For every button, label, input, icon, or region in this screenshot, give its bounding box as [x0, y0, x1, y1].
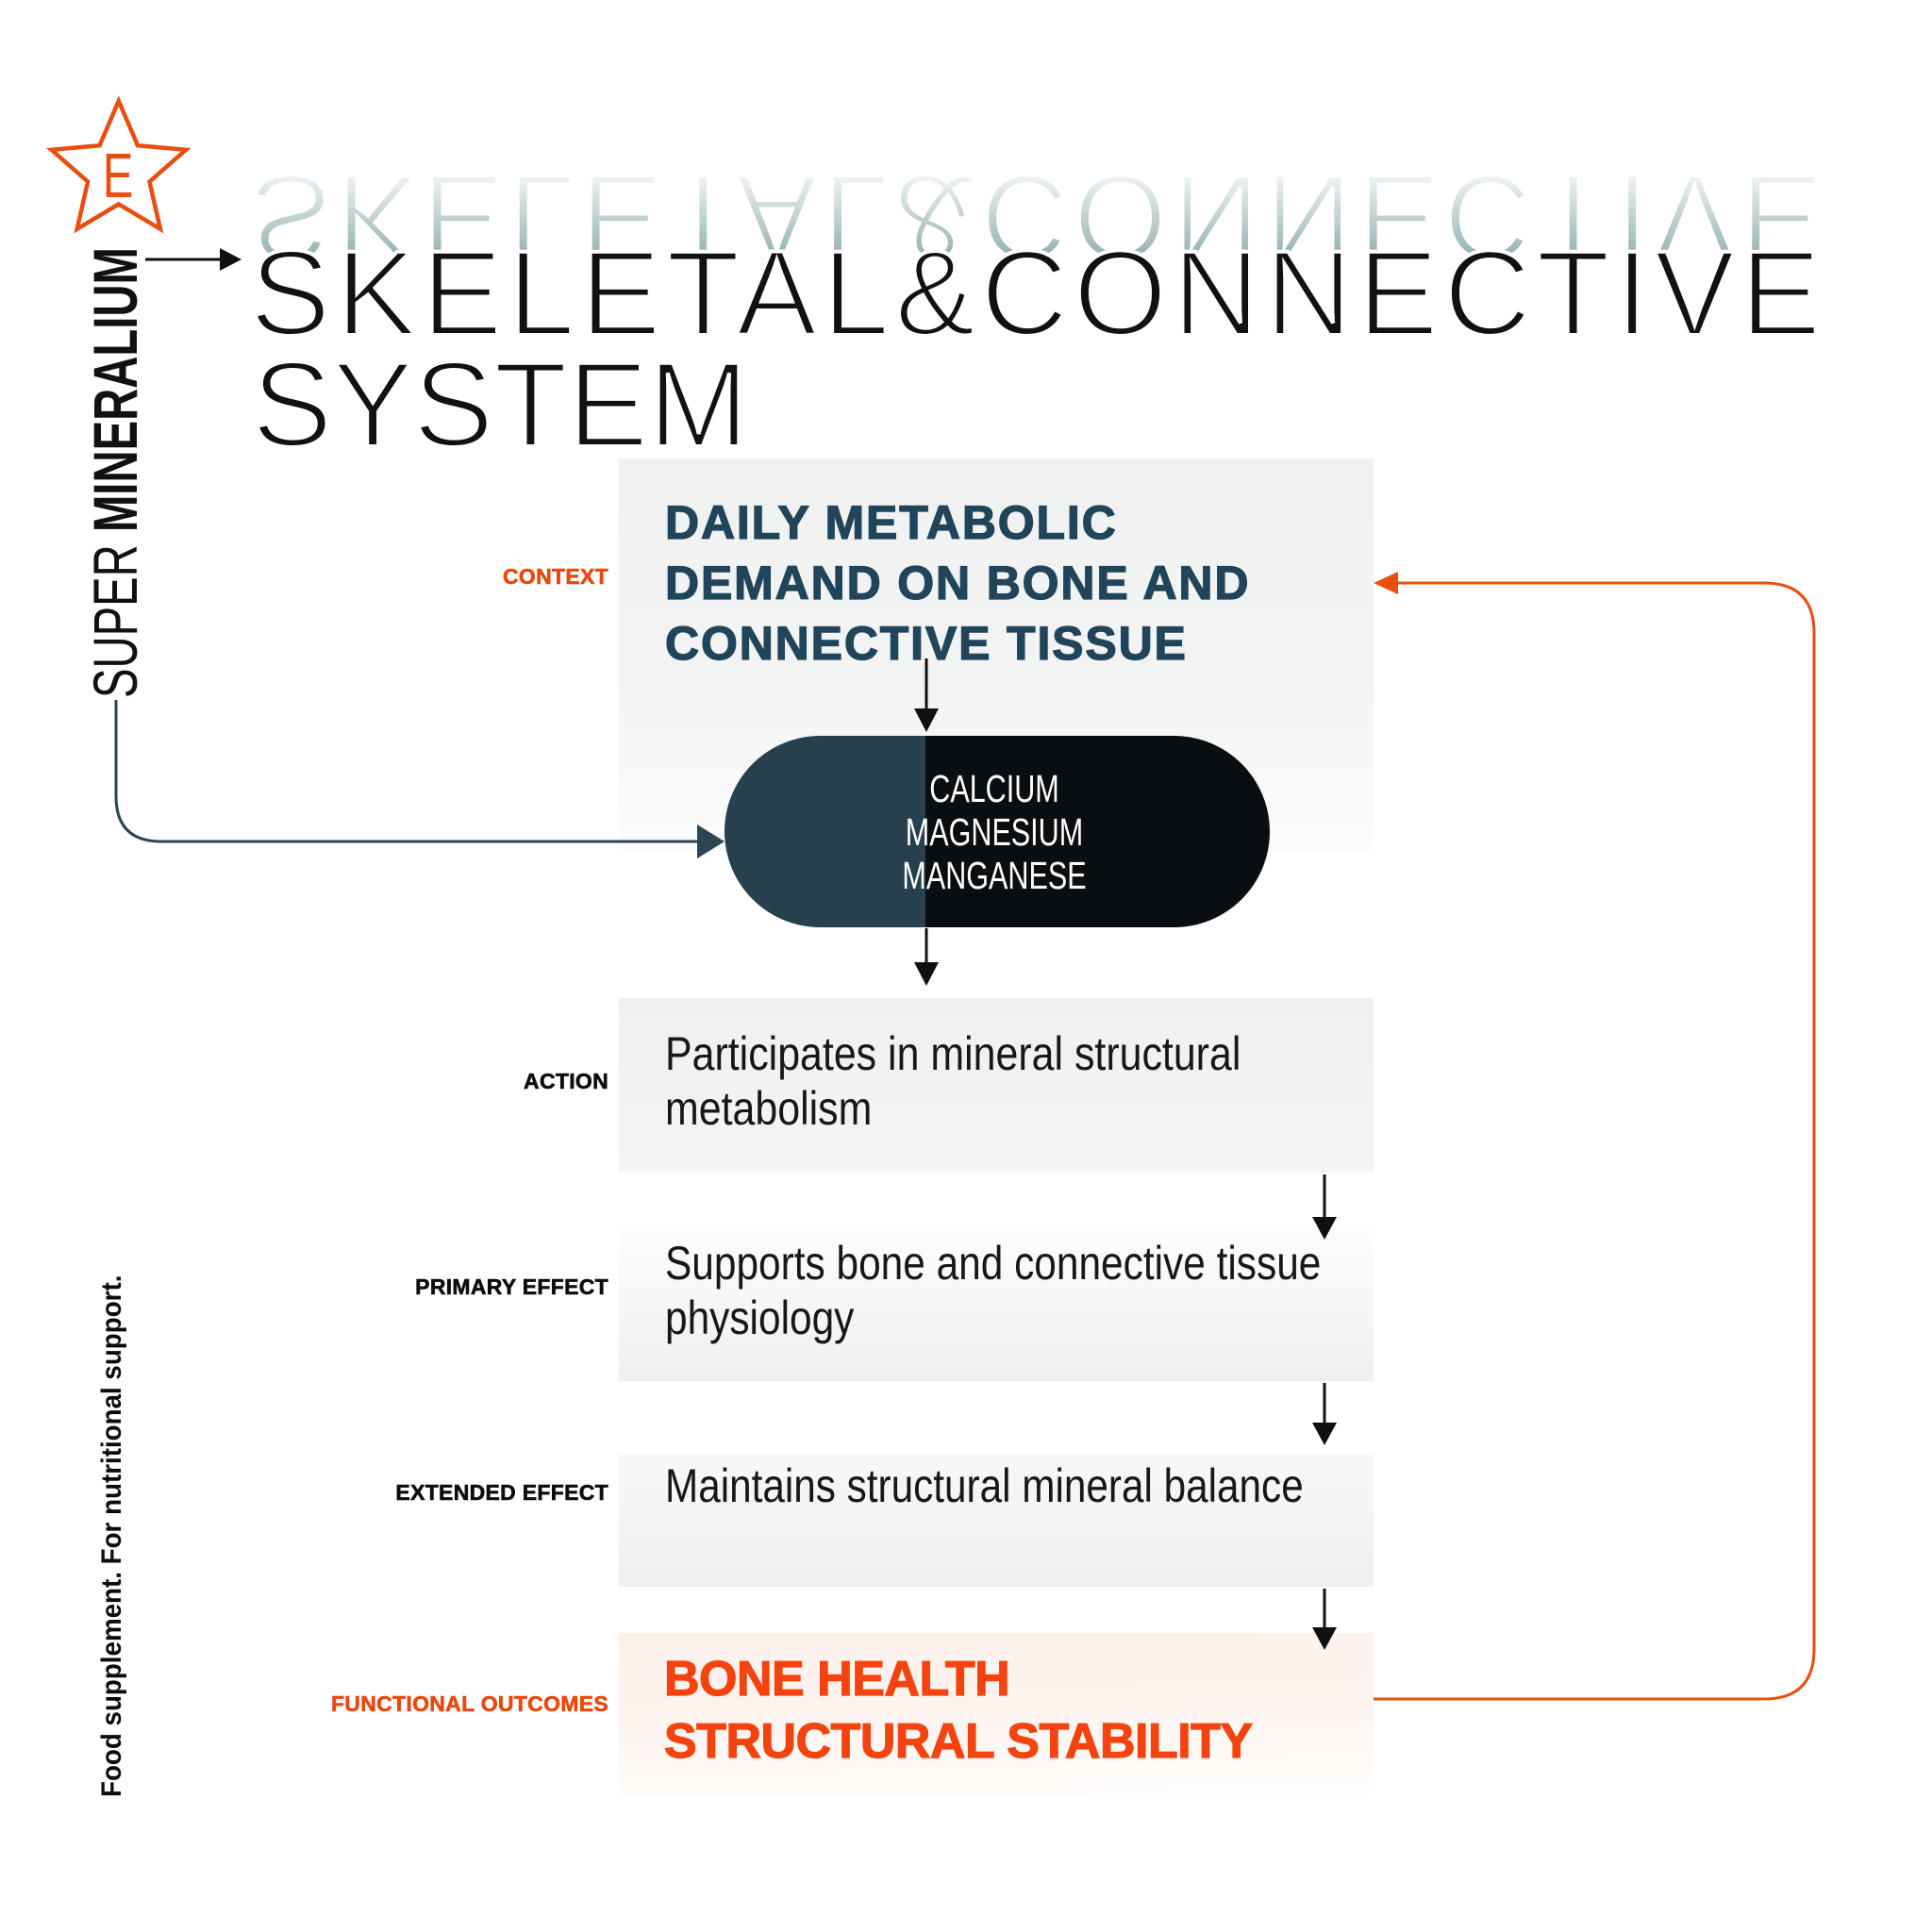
svg-text:E: E [103, 142, 134, 211]
